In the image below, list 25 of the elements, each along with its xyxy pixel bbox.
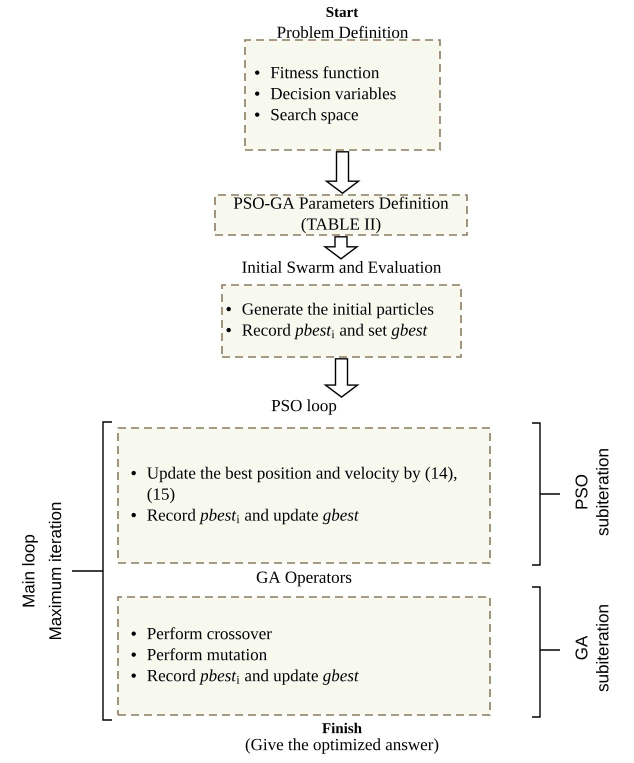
- bullet-item: Perform crossover: [147, 627, 272, 640]
- bracket-label: GA subiteration: [575, 605, 609, 692]
- bullet-item: Search space: [271, 108, 358, 124]
- bracket-label: PSO subiteration: [575, 449, 609, 536]
- bullet-item: Fitness function: [270, 66, 380, 78]
- box-heading: Problem Definition: [277, 26, 408, 38]
- bullet-item: Record pbest$_{i}$ and set gbest: [242, 324, 428, 340]
- bracket-label: Maximum iteration: [48, 502, 62, 640]
- box-text: PSO-GA Parameters Definition (TABLE II): [234, 196, 448, 234]
- box-heading: GA Operators: [256, 572, 352, 586]
- block-arrow: [323, 358, 360, 398]
- box-heading: Initial Swarm and Evaluation: [242, 261, 442, 273]
- note-text: (Give the optimized answer): [246, 738, 438, 754]
- process-box: [214, 194, 468, 236]
- block-arrow: [324, 151, 361, 194]
- bullet-item: Perform mutation: [147, 648, 267, 660]
- bullet-item: Update the best position and velocity by (14), (15): [147, 466, 456, 504]
- bullet-item: Generate the initial particles: [242, 302, 434, 318]
- box-heading: PSO loop: [272, 399, 336, 415]
- bullet-item: Decision variables: [270, 87, 396, 100]
- block-arrow: [322, 236, 360, 260]
- bullet-item: Record pbest$_{i}$ and update gbest: [147, 669, 359, 685]
- start-label: Start: [326, 6, 358, 18]
- bullet-item: Record pbest$_{i}$ and update gbest: [147, 508, 359, 524]
- bracket-label: Main loop: [22, 534, 38, 606]
